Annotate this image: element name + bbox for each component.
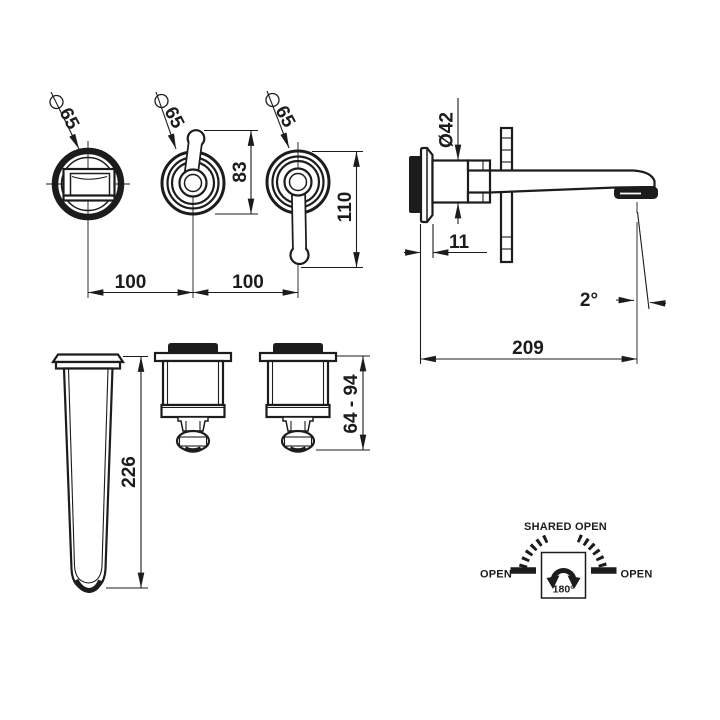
dim-226-label: 226 [119,456,140,488]
handle-lever-down-front [265,149,331,266]
dim-42-label: Ø42 [437,112,458,148]
spout-side [409,146,658,224]
handle-lever-up-front [160,129,226,216]
dimension-64-94: 64 - 94 [316,355,370,451]
open-left-label: OPEN [480,569,512,581]
dim-100-right-label: 100 [232,272,264,293]
dimension-diameter-42: Ø42 [437,98,462,224]
spout-sleeve [50,353,126,594]
diameter-symbol [154,93,169,109]
diameter-symbol [49,94,64,110]
shared-open-label: SHARED OPEN [524,521,607,533]
dim-209-label: 209 [512,338,544,359]
dim-110-label: 110 [335,192,356,223]
spout-outlet-front [51,147,125,221]
rotate-arrow-head-right [567,575,581,589]
side-view-section: Ø42 11 2° 209 [404,98,667,364]
front-view-section: 65 65 65 83 110 10 [46,90,363,298]
rotation-180-label: 180° [553,584,575,596]
diameter-label-2: 65 [160,103,189,132]
dim-64-94-label: 64 - 94 [341,374,362,434]
dimension-226: 226 [106,355,148,589]
rotate-arrow-head-left [546,575,560,589]
dimension-83: 83 [204,129,258,215]
valve-cartridge-right [260,343,336,451]
mounting-plate [499,126,514,264]
dimension-11: 11 [404,224,487,364]
operation-diagram: SHARED OPEN OPEN OPEN 180° [480,521,653,599]
open-right-label: OPEN [621,569,653,581]
diameter-label-3: 65 [271,102,300,131]
diameter-leader-3: 65 [265,90,300,149]
rotation-range-arc-left [518,534,550,569]
rotation-range-arc-right [576,534,608,569]
dim-2deg-label: 2° [580,290,598,311]
dim-83-label: 83 [230,161,251,182]
diameter-symbol [265,92,280,108]
diameter-leader-1: 65 [49,91,83,150]
diameter-leader-2: 65 [154,91,189,150]
dim-100-left-label: 100 [115,272,147,293]
dimension-100-100: 100 100 [88,272,298,296]
valve-cartridge-left [155,343,231,451]
dimension-angle-2: 2° [580,202,667,364]
rough-parts-section: 226 64 - 94 [50,343,370,594]
dimension-209: 209 [420,338,637,363]
spout-body [431,159,470,204]
dim-11-label: 11 [449,232,470,253]
back-nut [409,156,421,213]
rotation-box: 180° [540,551,587,599]
dimension-110: 110 [301,150,363,269]
